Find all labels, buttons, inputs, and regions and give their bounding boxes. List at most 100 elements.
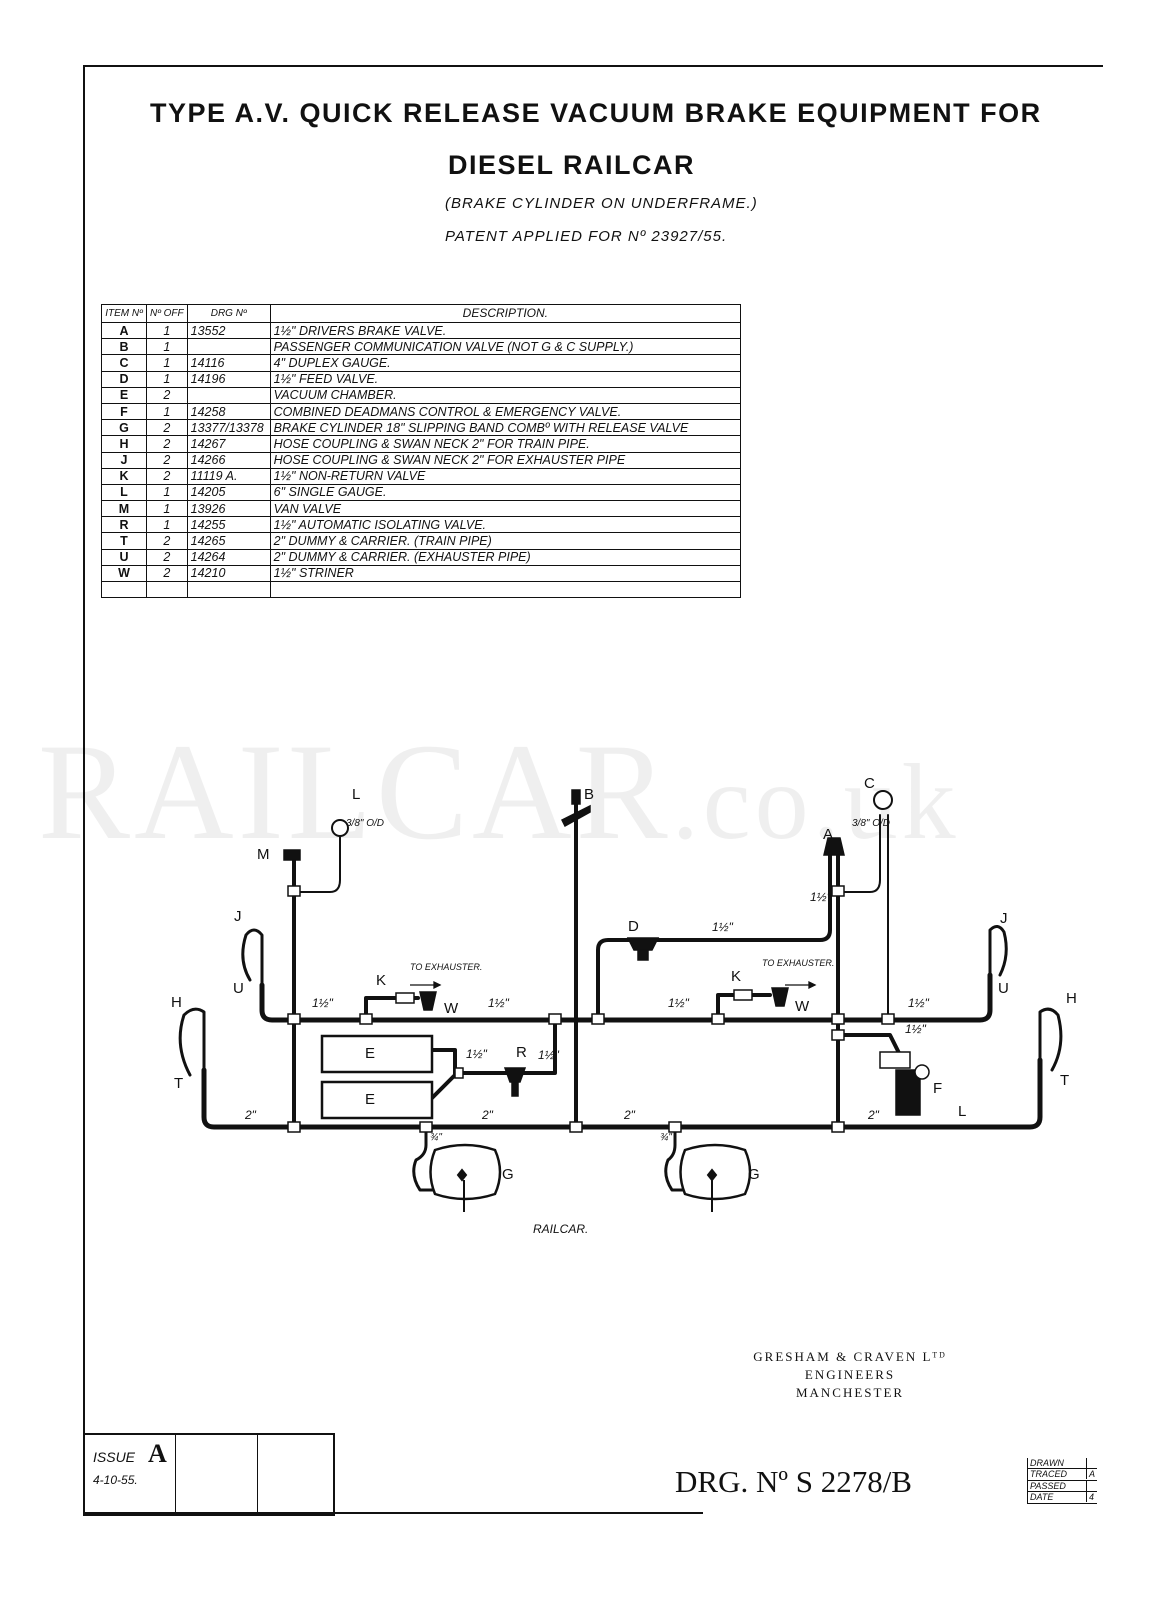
valve-r-icon [503, 1067, 527, 1083]
size-l-od: 3/8" O/D [346, 818, 385, 829]
cell-desc: PASSENGER COMMUNICATION VALVE (NOT G & C… [269, 338, 742, 356]
label-l-gauge: L [352, 786, 361, 803]
size-c-od: 3/8" O/D [852, 818, 891, 829]
frame-left-border [83, 65, 85, 1513]
exhauster-pipe [259, 972, 993, 1023]
tee-train-b [569, 1121, 583, 1133]
size-train-1: 2" [245, 1108, 256, 1122]
gauge-l-icon [331, 819, 349, 837]
label-t-left: T [174, 1075, 184, 1092]
hose-j-left [241, 928, 264, 987]
issue-letter: A [148, 1439, 167, 1468]
to-exhauster-left: TO EXHAUSTER. [410, 962, 483, 972]
hose-h-left [178, 1007, 206, 1077]
tee-train-g-right [668, 1121, 682, 1133]
issue-box: ISSUE A 4-10-55. [83, 1433, 335, 1516]
title-line-1: TYPE A.V. QUICK RELEASE VACUUM BRAKE EQU… [150, 98, 1042, 128]
cell-drg: 14196 [186, 370, 271, 388]
title-line-2: DIESEL RAILCAR [448, 150, 696, 180]
brake-cylinder-g-right [679, 1143, 752, 1201]
vacuum-chamber-e-bottom [320, 1080, 434, 1120]
label-e-bottom: E [365, 1091, 376, 1108]
label-u-right: U [998, 980, 1009, 997]
valve-b-handle [560, 804, 591, 828]
sign-passed: PASSED [1027, 1480, 1097, 1493]
label-f: F [933, 1080, 943, 1097]
tee-exh-c [881, 1013, 895, 1025]
subtitle-patent: PATENT APPLIED FOR Nº 23927/55. [445, 228, 728, 245]
size-r: 1½" [538, 1048, 559, 1062]
size-a: 1½" [810, 890, 831, 904]
size-train-2: 2" [482, 1108, 493, 1122]
sign-drawn: DRAWN [1027, 1458, 1097, 1470]
valve-d-icon [626, 937, 660, 951]
pipe-to-g-left [412, 1125, 437, 1192]
tee-a [831, 885, 845, 897]
cell-drg: 14265 [186, 532, 271, 550]
label-m: M [257, 846, 270, 863]
cell-desc: 1½" STRINER [269, 564, 742, 583]
pipe-to-gauge-l [293, 834, 341, 893]
company-engineers: ENGINEERS [804, 1367, 896, 1382]
valve-m-icon [283, 849, 301, 861]
label-w-left: W [444, 1000, 459, 1017]
cell-desc: BRAKE CYLINDER 18" SLIPPING BAND COMBº W… [269, 419, 742, 437]
hose-j-right [988, 925, 1008, 977]
label-t-right: T [1060, 1072, 1070, 1089]
hose-h-right [1038, 1007, 1063, 1072]
pipe-to-f [836, 1033, 902, 1057]
brake-cylinder-g-left [429, 1143, 502, 1201]
label-l-pipe: L [958, 1103, 967, 1120]
size-g-left: ¾" [430, 1132, 442, 1143]
tee-exh-1 [287, 1013, 301, 1025]
tee-exh-r [548, 1013, 562, 1025]
company-city: MANCHESTER [795, 1385, 905, 1400]
tee-exh-a [831, 1013, 845, 1025]
tee-exh-d [591, 1013, 605, 1025]
subtitle-brake-cylinder: (BRAKE CYLINDER ON UNDERFRAME.) [445, 195, 758, 212]
vacuum-chamber-e-top [320, 1034, 434, 1074]
size-exh-1: 1½" [312, 996, 333, 1010]
label-b: B [584, 786, 595, 803]
train-pipe [201, 1057, 1043, 1130]
cell-desc [269, 580, 742, 599]
size-f: 1½" [905, 1022, 926, 1036]
cell-drg: 14116 [186, 354, 271, 372]
tee-train-1 [287, 1121, 301, 1133]
label-k-right: K [731, 968, 742, 985]
size-train-3: 2" [624, 1108, 635, 1122]
cell-drg: 14255 [186, 516, 271, 534]
drawing-number: DRG. Nº S 2278/B [675, 1464, 912, 1499]
valve-f-knob [914, 1064, 930, 1080]
tee-e [454, 1067, 464, 1079]
pipe-to-g-right [664, 1125, 687, 1192]
tee-exh-k-left [359, 1013, 373, 1025]
size-e: 1½" [466, 1047, 487, 1061]
cell-drg: 13377/13378 [186, 419, 271, 437]
size-exh-4: 1½" [908, 996, 929, 1010]
company-name: GRESHAM & CRAVEN Lᵀᴰ [753, 1349, 947, 1364]
valve-k-right-icon [733, 989, 753, 1001]
cell-desc: COMBINED DEADMANS CONTROL & EMERGENCY VA… [269, 402, 742, 421]
issue-date: 4-10-55. [93, 1473, 138, 1487]
to-exhauster-right: TO EXHAUSTER. [762, 958, 835, 968]
gauge-c-icon [873, 790, 893, 810]
valve-d-stem [637, 949, 649, 961]
valve-f-body [895, 1069, 921, 1116]
pipe-e-chambers [428, 1048, 457, 1102]
size-d: 1½" [712, 920, 733, 934]
issue-label: ISSUE [93, 1449, 136, 1465]
label-a: A [823, 826, 834, 843]
cell-item [101, 580, 147, 599]
label-k-left: K [376, 972, 387, 989]
